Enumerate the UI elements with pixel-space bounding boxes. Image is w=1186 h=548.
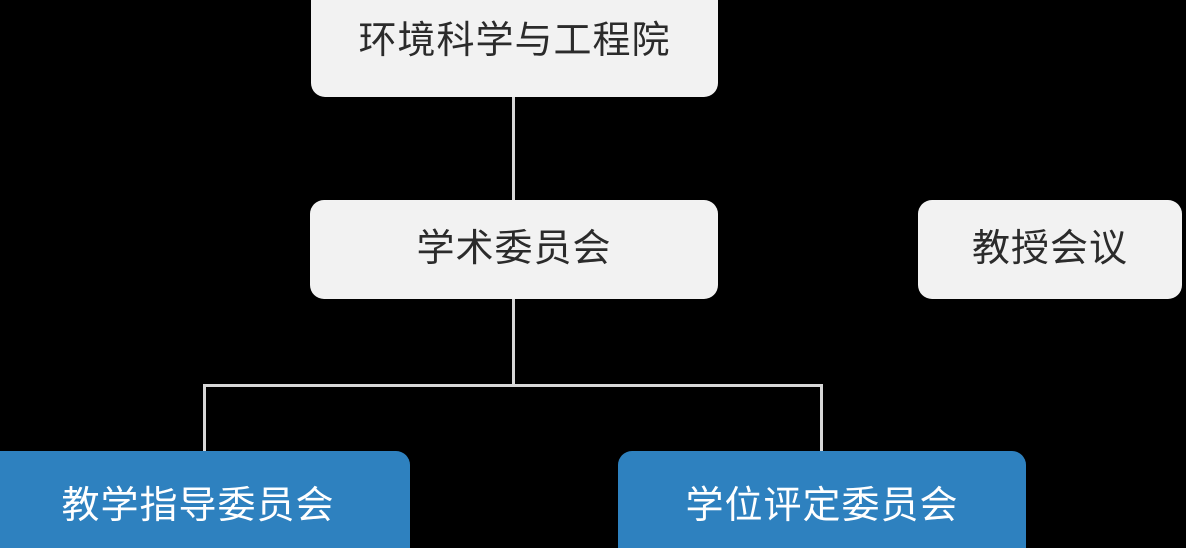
connector-bus-to-teaching (203, 384, 206, 452)
connector-bus-to-degree (820, 384, 823, 452)
node-academic-committee[interactable]: 学术委员会 (310, 200, 718, 299)
node-degree-evaluation-committee[interactable]: 学位评定委员会 (618, 451, 1026, 548)
node-professors-meeting[interactable]: 教授会议 (918, 200, 1182, 299)
connector-horizontal-bus (203, 384, 823, 387)
node-teaching-guidance-committee[interactable]: 教学指导委员会 (0, 451, 410, 548)
connector-college-to-academic (512, 97, 515, 201)
connector-academic-to-bus (512, 298, 515, 386)
node-college[interactable]: 环境科学与工程院 (311, 0, 718, 97)
